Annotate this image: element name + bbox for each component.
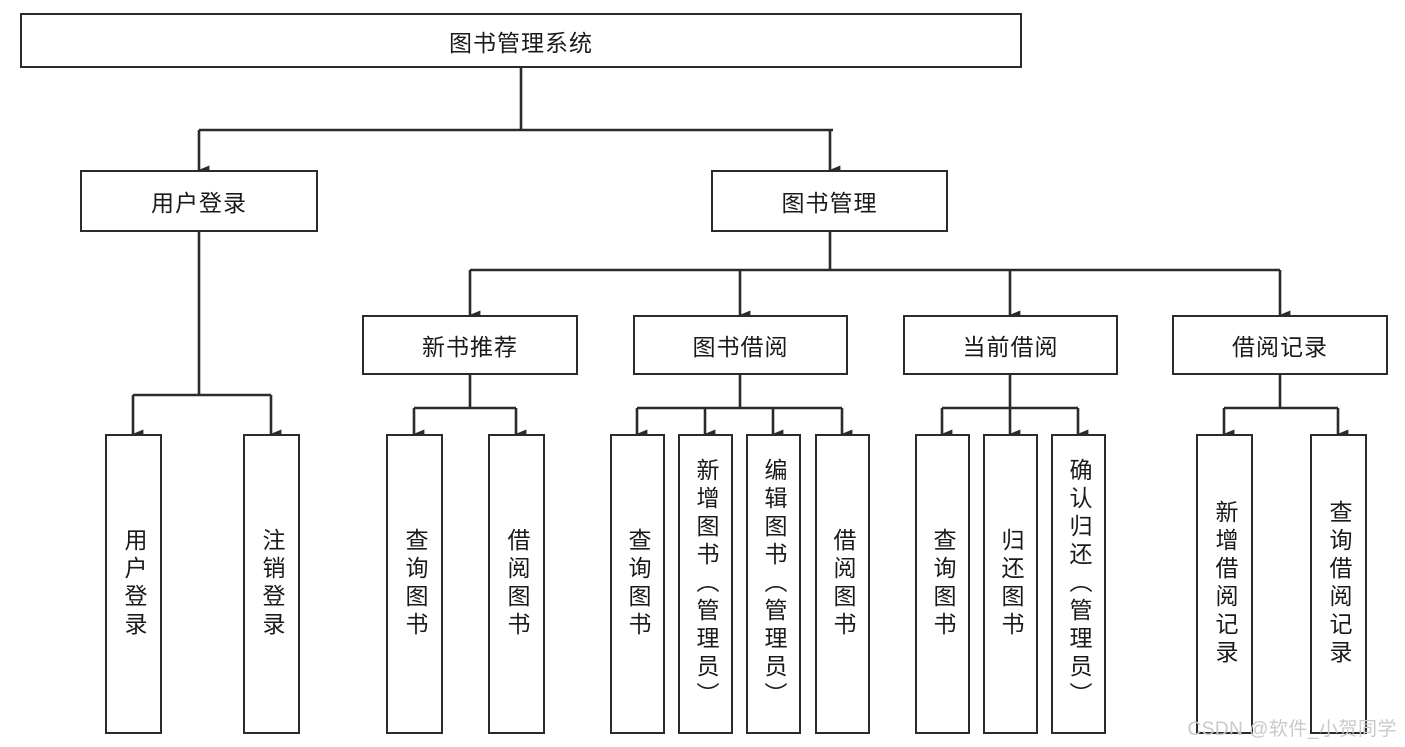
leaf-label: 查询借阅记录 <box>1326 500 1352 668</box>
leaf-new-book-query-book[interactable]: 查询图书 <box>386 434 443 734</box>
node-label: 当前借阅 <box>962 334 1059 360</box>
node-label: 图书借阅 <box>692 334 789 360</box>
leaf-current-borrow-query-book[interactable]: 查询图书 <box>915 434 970 734</box>
leaf-label: 查询图书 <box>402 528 428 640</box>
leaf-user-login-login[interactable]: 用户登录 <box>105 434 162 734</box>
node-label: 用户登录 <box>151 190 247 216</box>
leaf-book-borrow-add-book-admin[interactable]: 新增图书（管理员） <box>678 434 733 734</box>
node-label: 借阅记录 <box>1232 334 1328 360</box>
leaf-label: 查询图书 <box>625 528 651 640</box>
node-user-login[interactable]: 用户登录 <box>80 170 318 232</box>
leaf-user-login-logout[interactable]: 注销登录 <box>243 434 300 734</box>
leaf-book-borrow-query-book[interactable]: 查询图书 <box>610 434 665 734</box>
leaf-new-book-borrow-book[interactable]: 借阅图书 <box>488 434 545 734</box>
leaf-book-borrow-edit-book-admin[interactable]: 编辑图书（管理员） <box>746 434 801 734</box>
node-current-borrow[interactable]: 当前借阅 <box>903 315 1118 375</box>
leaf-label: 用户登录 <box>121 528 147 640</box>
leaf-label: 借阅图书 <box>504 528 530 640</box>
node-label: 新书推荐 <box>422 334 518 360</box>
leaf-label: 查询图书 <box>930 528 956 640</box>
leaf-label: 确认归还（管理员） <box>1066 458 1092 710</box>
leaf-borrow-record-query-record[interactable]: 查询借阅记录 <box>1310 434 1367 734</box>
leaf-book-borrow-borrow-book[interactable]: 借阅图书 <box>815 434 870 734</box>
node-book-borrow[interactable]: 图书借阅 <box>633 315 848 375</box>
leaf-label: 注销登录 <box>259 528 285 640</box>
leaf-current-borrow-return-book[interactable]: 归还图书 <box>983 434 1038 734</box>
leaf-label: 归还图书 <box>998 528 1024 640</box>
leaf-current-borrow-confirm-return-admin[interactable]: 确认归还（管理员） <box>1051 434 1106 734</box>
leaf-label: 借阅图书 <box>830 528 856 640</box>
node-label: 图书管理系统 <box>449 29 593 56</box>
leaf-label: 编辑图书（管理员） <box>761 458 787 710</box>
csdn-watermark: CSDN @软件_小贺同学 <box>1187 719 1397 740</box>
leaf-borrow-record-add-record[interactable]: 新增借阅记录 <box>1196 434 1253 734</box>
node-book-management[interactable]: 图书管理 <box>711 170 948 232</box>
node-label: 图书管理 <box>781 190 878 216</box>
node-borrow-record[interactable]: 借阅记录 <box>1172 315 1388 375</box>
leaf-label: 新增图书（管理员） <box>693 458 719 710</box>
node-root-book-management-system[interactable]: 图书管理系统 <box>20 13 1022 68</box>
node-new-book-recommend[interactable]: 新书推荐 <box>362 315 578 375</box>
leaf-label: 新增借阅记录 <box>1212 500 1238 668</box>
